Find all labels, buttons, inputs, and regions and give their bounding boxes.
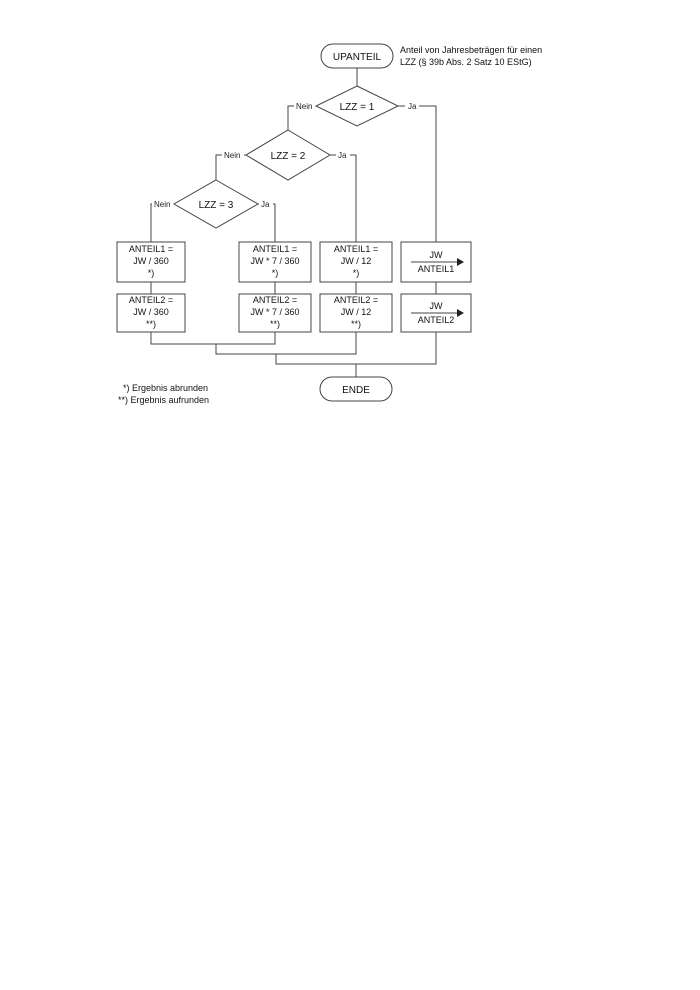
end-label: ENDE xyxy=(342,385,370,396)
process-col4-anteil2: JW ANTEIL2 xyxy=(400,293,472,333)
svg-text:JW: JW xyxy=(430,301,444,311)
description-line-1: Anteil von Jahresbeträgen für einen xyxy=(400,45,542,55)
svg-text:**): **) xyxy=(351,319,361,329)
svg-text:*): *) xyxy=(148,268,155,278)
process-col1-anteil1: ANTEIL1 = JW / 360 *) xyxy=(116,241,186,283)
svg-text:*): *) xyxy=(272,268,279,278)
start-label: UPANTEIL xyxy=(333,52,382,63)
svg-text:**): **) xyxy=(270,319,280,329)
start-terminal: UPANTEIL xyxy=(320,43,394,69)
svg-text:*): *) xyxy=(353,268,360,278)
process-col3-anteil1: ANTEIL1 = JW / 12 *) xyxy=(319,241,393,283)
decision-lzz-3: LZZ = 3 xyxy=(172,179,260,229)
process-col1-anteil2: ANTEIL2 = JW / 360 **) xyxy=(116,293,186,333)
label-d2-no: Nein xyxy=(224,151,240,160)
decision-lzz-2: LZZ = 2 xyxy=(245,129,331,181)
assign-arrow-icon xyxy=(457,309,464,317)
svg-text:JW: JW xyxy=(430,250,444,260)
svg-text:ANTEIL1 =: ANTEIL1 = xyxy=(129,244,173,254)
svg-text:ANTEIL1 =: ANTEIL1 = xyxy=(334,244,378,254)
label-d2-yes: Ja xyxy=(338,151,347,160)
process-col2-anteil2: ANTEIL2 = JW * 7 / 360 **) xyxy=(238,293,312,333)
description-line-2: LZZ (§ 39b Abs. 2 Satz 10 EStG) xyxy=(400,57,532,67)
footnote-round-down: *) Ergebnis abrunden xyxy=(123,383,208,393)
svg-text:**): **) xyxy=(146,319,156,329)
footnote-round-up: **) Ergebnis aufrunden xyxy=(118,395,209,405)
decision-lzz-1: LZZ = 1 xyxy=(314,85,400,127)
svg-text:ANTEIL1: ANTEIL1 xyxy=(418,264,455,274)
decision-lzz-2-label: LZZ = 2 xyxy=(271,151,306,162)
svg-text:ANTEIL2 =: ANTEIL2 = xyxy=(253,295,297,305)
svg-text:ANTEIL1 =: ANTEIL1 = xyxy=(253,244,297,254)
process-col4-anteil1: JW ANTEIL1 xyxy=(400,241,472,283)
svg-text:ANTEIL2 =: ANTEIL2 = xyxy=(129,295,173,305)
branch-labels: Nein Ja Nein Ja Nein Ja xyxy=(152,101,419,209)
description: Anteil von Jahresbeträgen für einen LZZ … xyxy=(400,45,542,67)
svg-text:JW / 360: JW / 360 xyxy=(133,307,169,317)
svg-text:JW / 360: JW / 360 xyxy=(133,256,169,266)
svg-text:JW * 7 / 360: JW * 7 / 360 xyxy=(250,256,299,266)
process-col2-anteil1: ANTEIL1 = JW * 7 / 360 *) xyxy=(238,241,312,283)
process-col3-anteil2: ANTEIL2 = JW / 12 **) xyxy=(319,293,393,333)
label-d1-no: Nein xyxy=(296,102,312,111)
decision-lzz-1-label: LZZ = 1 xyxy=(340,102,375,113)
assign-arrow-icon xyxy=(457,258,464,266)
footnotes: *) Ergebnis abrunden **) Ergebnis aufrun… xyxy=(118,383,209,405)
decision-lzz-3-label: LZZ = 3 xyxy=(199,200,234,211)
svg-text:JW / 12: JW / 12 xyxy=(341,307,372,317)
svg-text:JW / 12: JW / 12 xyxy=(341,256,372,266)
label-d3-yes: Ja xyxy=(261,200,270,209)
svg-text:ANTEIL2 =: ANTEIL2 = xyxy=(334,295,378,305)
end-terminal: ENDE xyxy=(319,376,393,402)
svg-text:ANTEIL2: ANTEIL2 xyxy=(418,315,455,325)
label-d3-no: Nein xyxy=(154,200,170,209)
svg-text:JW * 7 / 360: JW * 7 / 360 xyxy=(250,307,299,317)
label-d1-yes: Ja xyxy=(408,102,417,111)
